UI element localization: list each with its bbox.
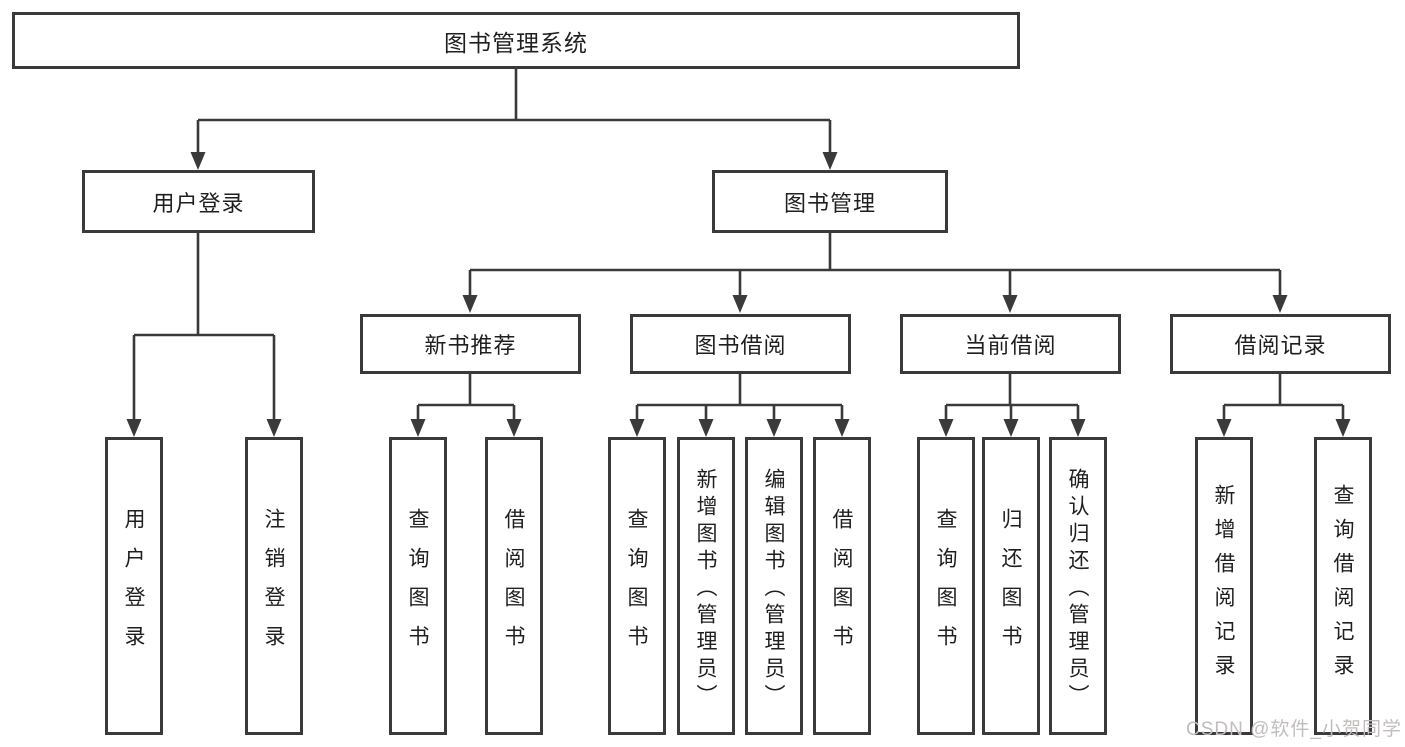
leaf-edit-books-admin: 编辑图书（管理员）	[745, 437, 803, 735]
leaf-logout: 注销登录	[245, 437, 303, 735]
leaf-return-books: 归还图书	[982, 437, 1040, 735]
leaf-borrow-books-recommend: 借阅图书	[485, 437, 543, 735]
leaf-add-books-admin: 新增图书（管理员）	[677, 437, 735, 735]
leaf-query-books-current: 查询图书	[917, 437, 975, 735]
node-book-borrowing: 图书借阅	[630, 314, 851, 374]
node-new-book-recommend: 新书推荐	[360, 314, 581, 374]
node-user-login: 用户登录	[82, 170, 315, 233]
leaf-borrow-books: 借阅图书	[813, 437, 871, 735]
node-current-borrowing: 当前借阅	[900, 314, 1121, 374]
arrowheads	[126, 152, 1351, 437]
csdn-watermark: CSDN @软件_小贺同学	[1186, 719, 1402, 740]
node-book-management: 图书管理	[712, 170, 948, 233]
leaf-user-login: 用户登录	[105, 437, 163, 735]
leaf-query-books-borrow: 查询图书	[608, 437, 666, 735]
leaf-add-borrow-record: 新增借阅记录	[1195, 437, 1253, 735]
leaf-confirm-return-admin: 确认归还（管理员）	[1049, 437, 1107, 735]
leaf-query-borrow-record: 查询借阅记录	[1314, 437, 1372, 735]
node-library-system: 图书管理系统	[12, 12, 1020, 69]
leaf-query-books-recommend: 查询图书	[389, 437, 447, 735]
node-borrowing-records: 借阅记录	[1170, 314, 1391, 374]
